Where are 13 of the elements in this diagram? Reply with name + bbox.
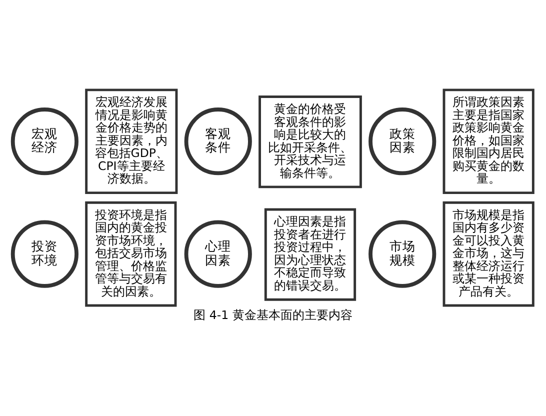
node-circle: 客观条件: [184, 108, 252, 176]
node-circle: 政策因素: [368, 108, 436, 176]
node-circle: 投资环境: [10, 220, 78, 288]
node-box: 市场规模是指国内有多少资金可以投入黄金市场，这与整体经济运行或某一种投资产品有关。: [442, 201, 534, 307]
node-circle: 心理因素: [184, 220, 252, 288]
node-box: 所谓政策因素主要是指国家政策影响黄金价格，如国家限制国内居民购买黄金的数量。: [442, 88, 534, 194]
node-circle: 市场规模: [368, 220, 436, 288]
node-box: 宏观经济发展情况是影响黄金价格走势的主要因素，内容包括GDP、CPI等主要经济数据。: [85, 88, 178, 194]
node-box: 心理因素是指投资者在进行投资过程中，因为心理状态不稳定而导致的错误交易。: [264, 208, 356, 301]
node-box: 投资环境是指国内的黄金投资市场环境，包括交易市场管理、价格监管等与交易有关的因素。: [85, 201, 177, 307]
node-box: 黄金的价格受客观条件的影响是比较大的比如开采条件、开采技术与运输条件等。: [258, 96, 362, 188]
caption: 图 4-1 黄金基本面的主要内容: [194, 308, 352, 322]
node-circle: 宏观经济: [10, 108, 78, 176]
